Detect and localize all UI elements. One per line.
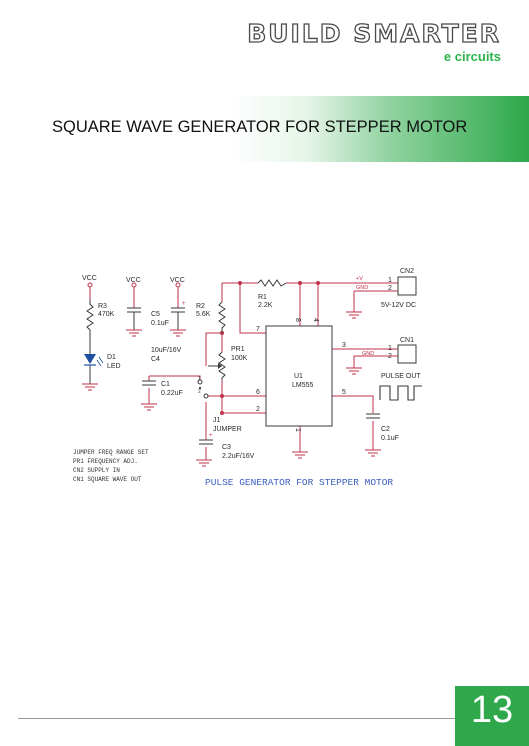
pin-3: 3 xyxy=(342,342,346,349)
c3-value: 2.2uF/16V xyxy=(222,453,255,460)
cn2-pin-1: 1 xyxy=(388,277,392,284)
d1-ref: D1 xyxy=(107,354,116,361)
cn1-pin-2: 2 xyxy=(388,353,392,360)
c1-ref: C1 xyxy=(161,381,170,388)
c3-ref: C3 xyxy=(222,444,231,451)
c4-ref: C4 xyxy=(151,356,160,363)
svg-text:+: + xyxy=(209,433,213,439)
page-title: SQUARE WAVE GENERATOR FOR STEPPER MOTOR xyxy=(52,118,468,136)
r3-value: 470K xyxy=(98,311,115,318)
page-number: 13 xyxy=(470,689,514,731)
note-line-1: JUMPER FREQ RANGE SET xyxy=(73,449,149,456)
u1-ref: U1 xyxy=(294,373,303,380)
c4-value: 10uF/16V xyxy=(151,347,182,354)
pin-7: 7 xyxy=(256,326,260,333)
brand-subtitle: e circuits xyxy=(443,49,501,64)
svg-text:+: + xyxy=(182,301,186,307)
d1-value: LED xyxy=(107,363,121,370)
j1-value: JUMPER xyxy=(213,426,242,433)
c5-value: 0.1uF xyxy=(151,320,169,327)
r3-ref: R3 xyxy=(98,303,107,310)
pin-5: 5 xyxy=(342,389,346,396)
c5-ref: C5 xyxy=(151,311,160,318)
cn2-ref: CN2 xyxy=(400,268,414,275)
c1-value: 0.22uF xyxy=(161,390,183,397)
note-line-2: PR1 FREQUENCY ADJ. xyxy=(73,458,138,465)
svg-text:2: 2 xyxy=(198,389,201,395)
vcc-label-3: VCC xyxy=(170,277,185,284)
cn1-ref: CN1 xyxy=(400,337,414,344)
footer-rule xyxy=(18,718,455,719)
c2-value: 0.1uF xyxy=(381,435,399,442)
schematic-caption: PULSE GENERATOR FOR STEPPER MOTOR xyxy=(205,477,393,488)
page-number-box: 13 xyxy=(455,686,529,746)
r2-value: 5.6K xyxy=(196,311,211,318)
cn1-pin-1: 1 xyxy=(388,345,392,352)
cn1-net-gnd: GND xyxy=(362,351,374,357)
brand-title: BUILD SMARTER xyxy=(247,19,501,48)
cn2-pin-2: 2 xyxy=(388,285,392,292)
svg-text:1: 1 xyxy=(198,376,201,382)
pin-2: 2 xyxy=(256,406,260,413)
c2-ref: C2 xyxy=(381,426,390,433)
title-band xyxy=(0,96,529,162)
pr1-ref: PR1 xyxy=(231,346,245,353)
pin-1: 1 xyxy=(294,428,301,432)
note-line-4: CN1 SQUARE WAVE OUT xyxy=(73,476,142,483)
cn2-value: 5V-12V DC xyxy=(381,302,416,309)
pin-4: 4 xyxy=(312,318,319,322)
r1-value: 2.2K xyxy=(258,302,273,309)
u1-value: LM555 xyxy=(292,382,314,389)
cn1-value: PULSE OUT xyxy=(381,373,421,380)
note-line-3: CN2 SUPPLY IN xyxy=(73,467,120,474)
cn2-net-gnd: GND xyxy=(356,285,368,291)
r2-ref: R2 xyxy=(196,303,205,310)
brand-logo: BUILD SMARTER e circuits xyxy=(247,19,501,65)
j1-ref: J1 xyxy=(213,417,221,424)
cn2-net-vplus: +V xyxy=(356,276,363,282)
square-wave-icon xyxy=(379,385,422,401)
pin-8: 8 xyxy=(294,318,301,322)
pr1-value: 100K xyxy=(231,355,248,362)
vcc-label-1: VCC xyxy=(82,275,97,282)
pin-6: 6 xyxy=(256,389,260,396)
r1-ref: R1 xyxy=(258,294,267,301)
vcc-label-2: VCC xyxy=(126,277,141,284)
